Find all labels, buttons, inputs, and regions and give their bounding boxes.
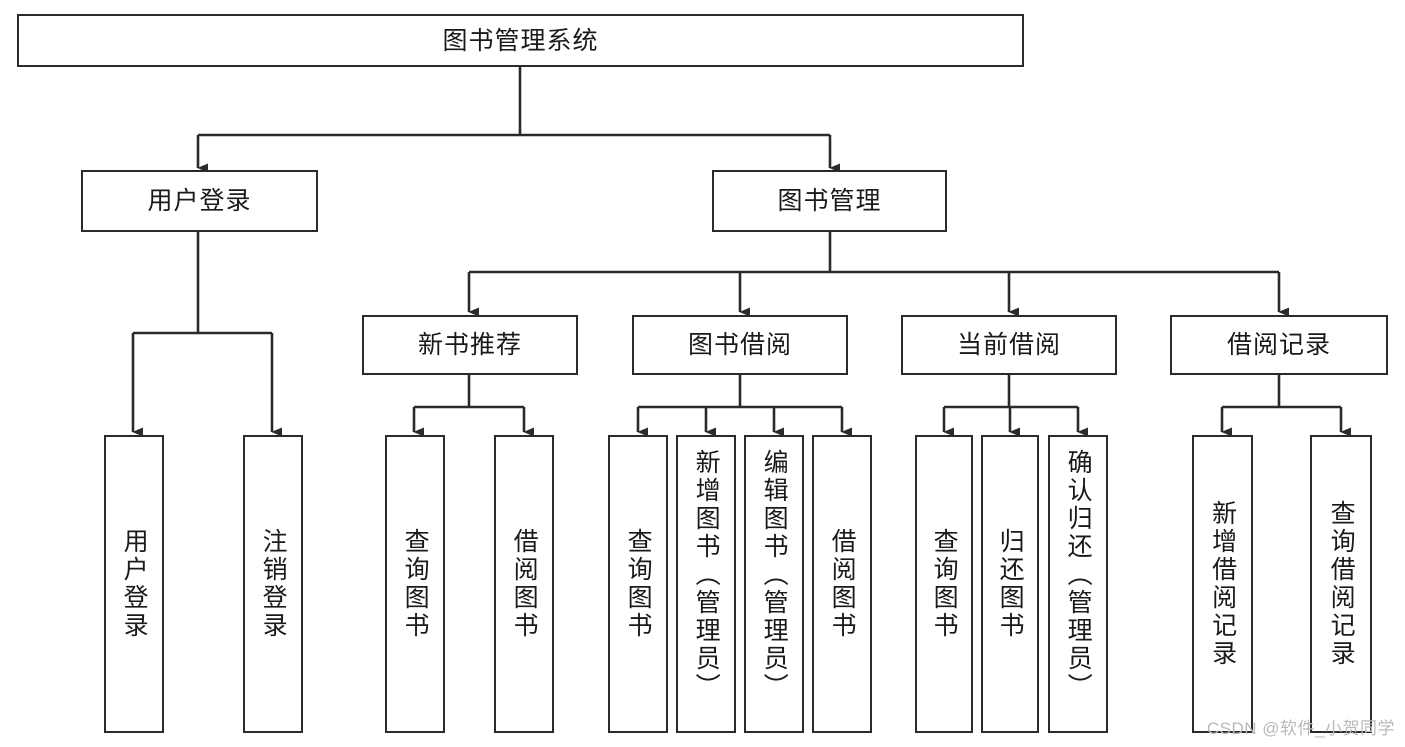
- node-label: 新增借阅记录: [1208, 500, 1237, 668]
- leaf-record-query-record[interactable]: 查询借阅记录: [1310, 435, 1372, 733]
- node-label: 图书借阅: [687, 331, 792, 359]
- node-label: 查询借阅记录: [1327, 500, 1356, 668]
- node-label: 新书推荐: [417, 331, 522, 359]
- node-book-management[interactable]: 图书管理: [712, 170, 947, 232]
- leaf-borrow-borrow-book[interactable]: 借阅图书: [812, 435, 872, 733]
- node-new-book-recommend[interactable]: 新书推荐: [362, 315, 578, 375]
- node-label: 借阅图书: [828, 528, 857, 640]
- node-label: 查询图书: [930, 528, 959, 640]
- node-label: 查询图书: [401, 528, 430, 640]
- node-label: 借阅图书: [510, 528, 539, 640]
- leaf-new-book-borrow[interactable]: 借阅图书: [494, 435, 554, 733]
- node-label: 当前借阅: [956, 331, 1061, 359]
- node-label: 确认归还（管理员）: [1064, 449, 1093, 701]
- leaf-record-add-record[interactable]: 新增借阅记录: [1192, 435, 1253, 733]
- node-borrow-record[interactable]: 借阅记录: [1170, 315, 1388, 375]
- node-label: 新增图书（管理员）: [692, 449, 721, 701]
- leaf-new-book-query[interactable]: 查询图书: [385, 435, 445, 733]
- node-current-borrow[interactable]: 当前借阅: [901, 315, 1117, 375]
- leaf-current-return-book[interactable]: 归还图书: [981, 435, 1039, 733]
- node-label: 用户登录: [120, 528, 149, 640]
- leaf-current-query-book[interactable]: 查询图书: [915, 435, 973, 733]
- node-label: 图书管理: [777, 187, 882, 215]
- node-label: 用户登录: [147, 187, 252, 215]
- leaf-current-confirm-return-admin[interactable]: 确认归还（管理员）: [1048, 435, 1108, 733]
- leaf-user-login-logout[interactable]: 注销登录: [243, 435, 303, 733]
- node-label: 注销登录: [259, 528, 288, 640]
- leaf-borrow-query-book[interactable]: 查询图书: [608, 435, 668, 733]
- node-root-system[interactable]: 图书管理系统: [17, 14, 1024, 67]
- node-label: 编辑图书（管理员）: [760, 449, 789, 701]
- node-label: 查询图书: [624, 528, 653, 640]
- leaf-borrow-add-book-admin[interactable]: 新增图书（管理员）: [676, 435, 736, 733]
- leaf-user-login-login[interactable]: 用户登录: [104, 435, 164, 733]
- node-book-borrow[interactable]: 图书借阅: [632, 315, 848, 375]
- leaf-borrow-edit-book-admin[interactable]: 编辑图书（管理员）: [744, 435, 804, 733]
- node-user-login[interactable]: 用户登录: [81, 170, 318, 232]
- node-label: 借阅记录: [1226, 331, 1331, 359]
- node-label: 图书管理系统: [442, 26, 599, 55]
- watermark-text: CSDN @软件_小贺同学: [1206, 719, 1395, 738]
- node-label: 归还图书: [996, 528, 1025, 640]
